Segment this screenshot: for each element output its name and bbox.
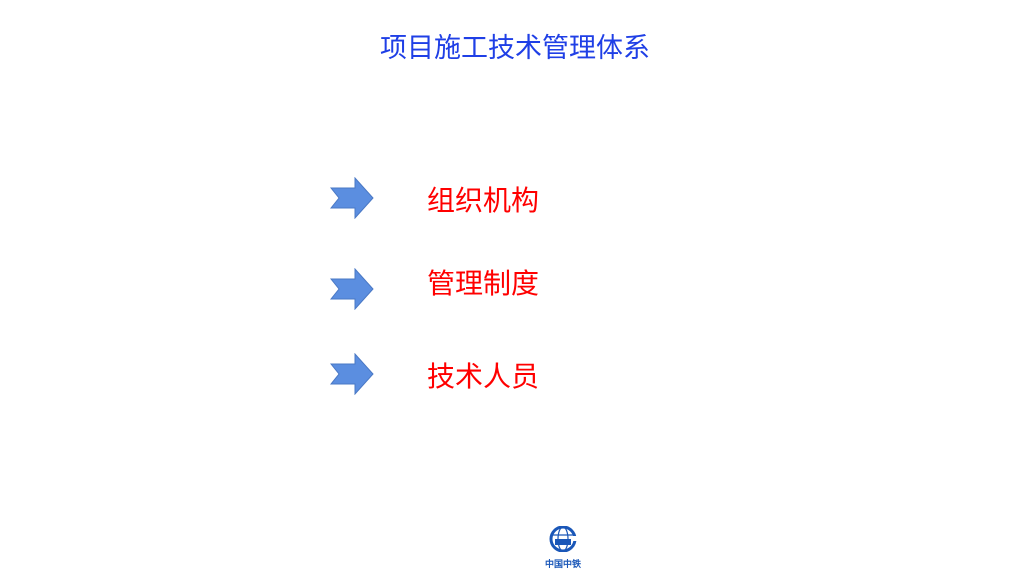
company-logo: 中国中铁 (537, 525, 589, 570)
slide-title: 项目施工技术管理体系 (380, 33, 650, 64)
globe-logo-icon (549, 525, 580, 553)
notched-arrow-icon (330, 353, 374, 395)
notched-arrow-icon (330, 177, 374, 219)
item-label: 组织机构 (427, 184, 540, 217)
item-label: 技术人员 (427, 360, 540, 393)
notched-arrow-icon (330, 268, 374, 310)
logo-text: 中国中铁 (544, 560, 581, 570)
item-label: 管理制度 (427, 267, 540, 300)
